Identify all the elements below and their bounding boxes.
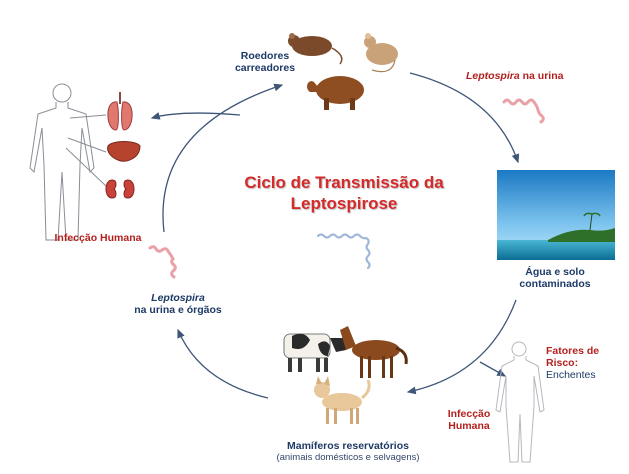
human-body-icon (29, 83, 95, 241)
arrow-human-to-rodents-head (150, 112, 241, 120)
lungs-icon (107, 92, 133, 131)
arrow-water-to-mammals (406, 299, 517, 395)
label-leptospira-urine-organs: Leptospira na urina e órgãos (134, 292, 222, 316)
liver-icon (107, 141, 141, 162)
cycle-arrows (150, 72, 520, 399)
leptospira-bacterium-icon (148, 98, 545, 279)
label-rodents: Roedores carreadores (234, 50, 296, 74)
arrow-rodents-to-water (409, 72, 520, 164)
dog-icon (314, 376, 371, 424)
title-line-2: Leptospirose (290, 194, 398, 213)
label-reservoir-mammals: Mamíferos reservatórios (animais domésti… (276, 440, 420, 463)
capybara-icon (307, 76, 364, 110)
horse-icon (340, 326, 408, 378)
label-human-infection-left: Infecção Humana (54, 232, 142, 244)
arrow-mammals-to-leptospira (177, 328, 269, 399)
cow-icon (283, 333, 346, 372)
water-landscape-icon (497, 170, 615, 260)
human-right-icon (495, 341, 545, 463)
diagram-title: Ciclo de Transmissão da Leptospirose (214, 172, 474, 214)
leptospira-center-icon (316, 233, 371, 270)
label-human-infection-right: Infecção Humana (447, 408, 491, 432)
kidney-icon (105, 179, 135, 199)
label-leptospira-urine: Leptospira na urina (466, 70, 564, 82)
organ-pointers (65, 114, 107, 187)
label-water-soil: Água e solo contaminados (519, 266, 591, 290)
arrow-leptospira-to-human (162, 83, 284, 233)
mouse-icon (364, 33, 398, 73)
rat-icon (288, 33, 343, 65)
title-line-1: Ciclo de Transmissão da (244, 173, 444, 192)
label-risk-factors: Fatores de Risco: Enchentes (546, 345, 600, 381)
